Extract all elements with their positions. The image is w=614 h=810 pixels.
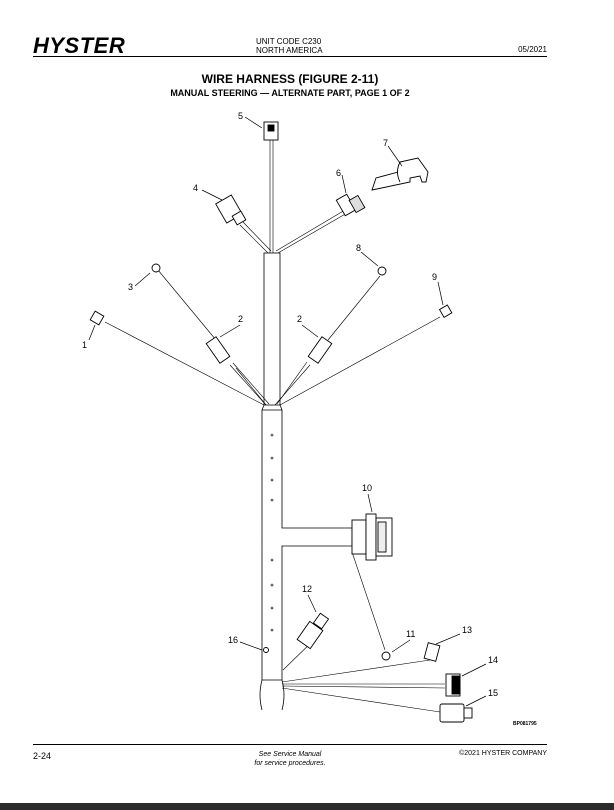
callout-13: 13 [462, 625, 472, 635]
footer-divider [33, 744, 547, 745]
upper-wires [239, 140, 348, 254]
callout-2-right: 2 [297, 314, 302, 324]
ring-terminal-3 [151, 263, 161, 273]
connector-10 [351, 513, 393, 561]
connector-5 [263, 121, 279, 141]
page-title: WIRE HARNESS (FIGURE 2-11) [201, 72, 379, 86]
figure-code: BP081795 [513, 721, 537, 727]
callout-5: 5 [238, 111, 243, 121]
branch-wires [104, 269, 441, 406]
page-number: 2-24 [33, 751, 52, 761]
callout-14: 14 [488, 655, 498, 665]
terminal-16 [263, 647, 269, 653]
connector-14 [445, 673, 461, 697]
hyster-logo: HYSTER [33, 33, 126, 58]
connector-6 [335, 193, 366, 217]
callout-9: 9 [432, 272, 437, 282]
trunk-fasteners [270, 433, 274, 632]
callout-11: 11 [406, 629, 415, 639]
callout-7: 7 [383, 138, 388, 148]
callout-6: 6 [336, 168, 341, 178]
callout-4: 4 [193, 183, 198, 193]
viewer-bottom-bar [0, 803, 614, 810]
unit-code: UNIT CODE C230 [256, 37, 322, 46]
ring-terminal-11 [381, 651, 391, 661]
publication-date: 05/2021 [518, 45, 547, 54]
connector-2-right [307, 336, 333, 364]
callout-2-left: 2 [238, 314, 243, 324]
callout-labels: 1 2 2 3 4 5 6 7 8 9 10 11 12 13 14 15 16… [82, 111, 537, 727]
callout-10: 10 [362, 483, 372, 493]
callout-16: 16 [228, 635, 238, 645]
component-7 [371, 157, 429, 191]
callout-8: 8 [356, 243, 361, 253]
callout-12: 12 [302, 584, 312, 594]
connector-4 [215, 194, 247, 226]
connector-13 [423, 642, 441, 662]
callout-15: 15 [488, 688, 498, 698]
unit-code-block: UNIT CODE C230 NORTH AMERICA [256, 37, 323, 55]
connector-2-left [205, 336, 231, 364]
ring-terminal-8 [377, 266, 387, 276]
header-divider [33, 56, 547, 57]
service-note-line-2: for service procedures. [254, 760, 326, 767]
service-note: See Service Manual for service procedure… [230, 750, 350, 768]
region: NORTH AMERICA [256, 46, 323, 55]
terminal-1 [89, 310, 105, 326]
leader-lines [88, 116, 487, 707]
connector-15 [439, 703, 473, 723]
copyright: ©2021 HYSTER COMPANY [459, 750, 547, 757]
page-subtitle: MANUAL STEERING — ALTERNATE PART, PAGE 1… [170, 88, 410, 98]
terminal-9 [438, 304, 453, 318]
connector-12 [296, 612, 330, 650]
callout-1: 1 [82, 340, 87, 350]
lower-wires [281, 551, 446, 713]
service-note-line-1: See Service Manual [258, 751, 322, 758]
callout-3: 3 [128, 282, 133, 292]
